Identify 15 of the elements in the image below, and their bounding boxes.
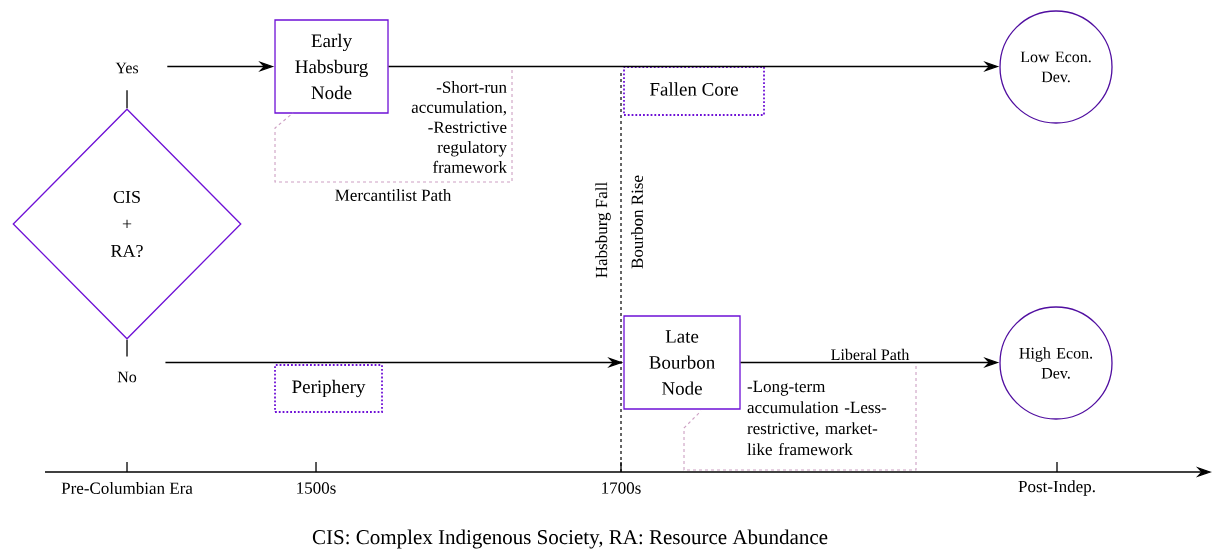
branch-label: No	[117, 371, 137, 383]
region-box: Periphery	[274, 364, 383, 413]
axis-label: Post-Indep.	[1018, 480, 1095, 496]
period-label: Bourbon Rise	[631, 175, 643, 269]
axis-label: 1500s	[297, 482, 336, 494]
region-box: Fallen Core	[623, 66, 765, 116]
period-label: Habsburg Fall	[595, 182, 611, 278]
axis-label: Pre-Columbian Era	[61, 482, 193, 494]
process-box: Early Habsburg Node	[274, 19, 389, 114]
process-box: Late Bourbon Node	[623, 315, 741, 410]
axis-label: 1700s	[602, 482, 641, 494]
caption: CIS: Complex Indigenous Society, RA: Resource Abundance	[312, 529, 828, 549]
path-label: Mercantilist Path	[335, 189, 452, 201]
branch-label: Yes	[115, 62, 139, 74]
edge-label: Liberal Path	[829, 347, 911, 362]
